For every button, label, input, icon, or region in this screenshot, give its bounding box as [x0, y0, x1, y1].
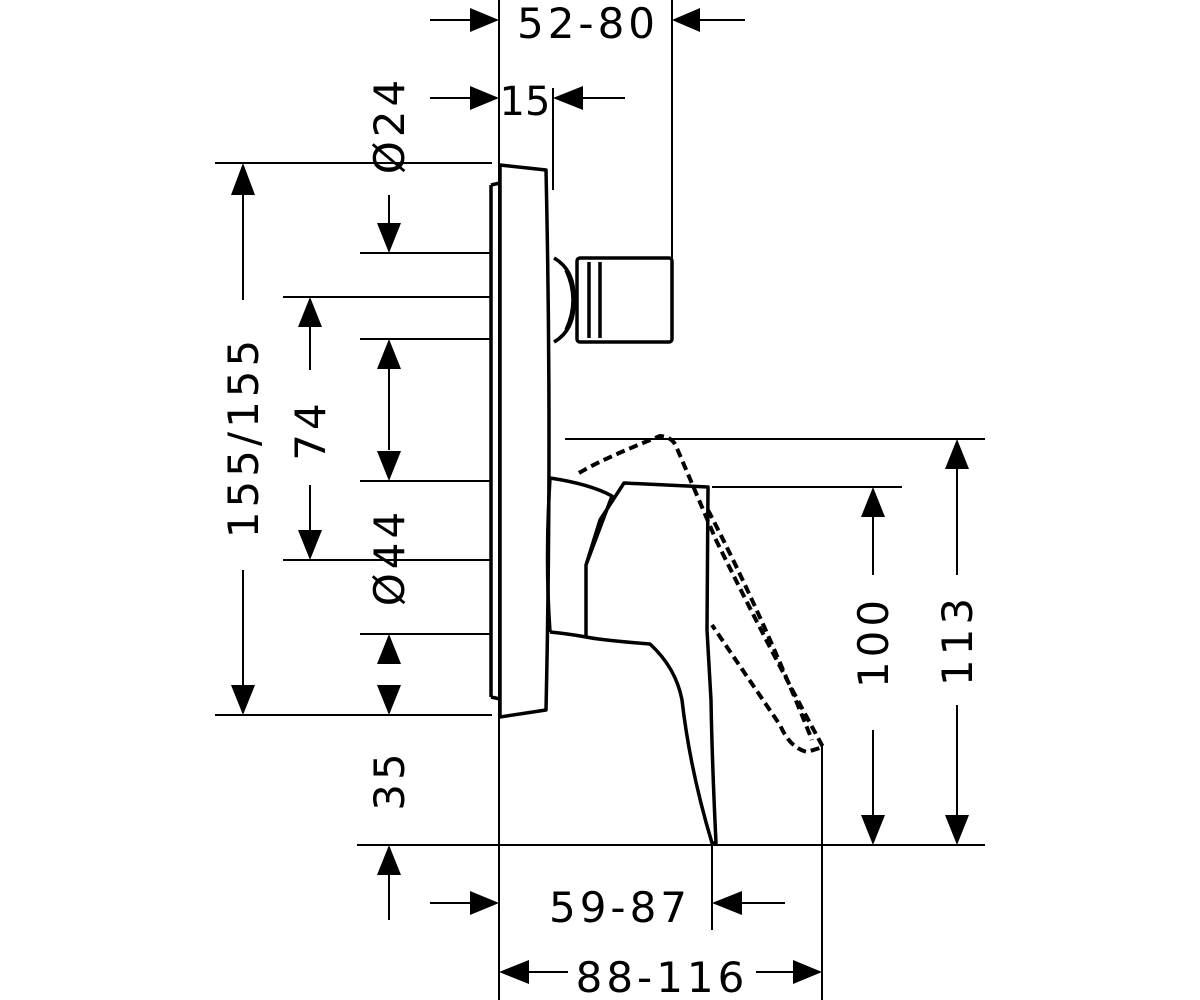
label-total-projection: 88-116: [576, 953, 749, 1000]
label-lever-height: 100: [849, 596, 898, 688]
outlet-nozzle: [575, 256, 674, 344]
label-lever-height-max: 113: [933, 594, 982, 686]
label-center-offset: 74: [286, 399, 335, 460]
extension-lines: [215, 0, 985, 1000]
label-plate-height: 155/155: [219, 336, 268, 538]
outlet-neck: [553, 256, 576, 344]
label-depth: 15: [500, 79, 551, 125]
label-port-diameter: Ø24: [365, 76, 414, 175]
label-top-width: 52-80: [517, 0, 659, 48]
label-body-diameter: Ø44: [365, 508, 414, 607]
mixer-body: [489, 163, 825, 845]
lever-alternate-position: [577, 434, 825, 754]
cover-plate: [498, 163, 551, 719]
dimension-lines: [231, 8, 969, 984]
dimension-labels: 52-80 15 59-87 88-116 155/155 74 Ø24 Ø44…: [219, 0, 982, 1000]
label-projection: 59-87: [549, 883, 691, 932]
mixer-lever: [549, 476, 718, 845]
label-bottom-offset: 35: [365, 749, 414, 810]
